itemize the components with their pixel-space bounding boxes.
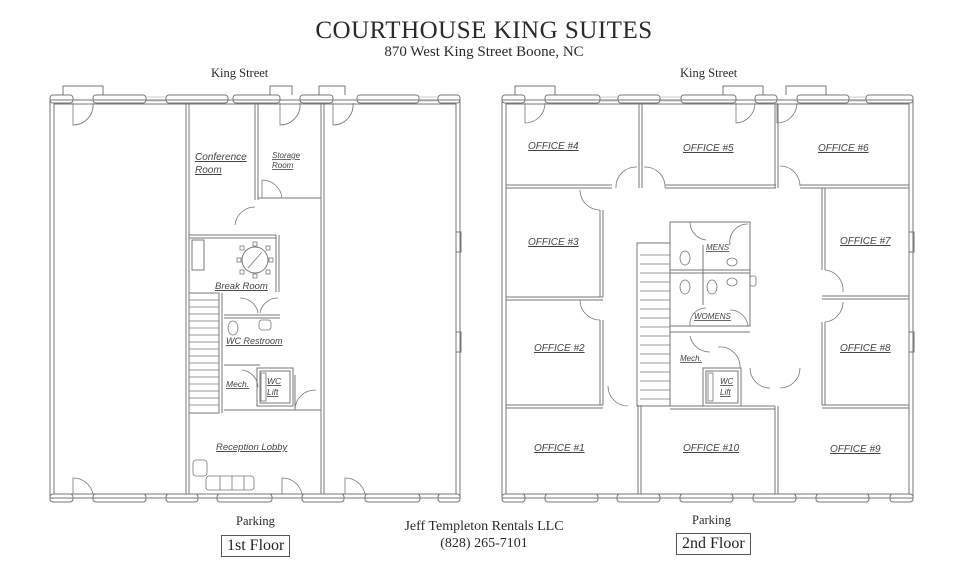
room-womens: WOMENS <box>694 312 732 321</box>
address: 870 West King Street Boone, NC <box>384 44 584 60</box>
room-office-5: OFFICE #5 <box>683 143 734 154</box>
floor2-parking-label: Parking <box>692 513 731 527</box>
room-office-3: OFFICE #3 <box>528 237 579 248</box>
room-conference-line2: Room <box>195 165 222 176</box>
room-wc-lift-line2: Lift <box>267 387 279 397</box>
room-office-8: OFFICE #8 <box>840 343 891 354</box>
floor1-plan: Conference Room Storage Room Break Room … <box>49 85 462 503</box>
room-office-6: OFFICE #6 <box>818 143 869 154</box>
floor1-street-top: King Street <box>211 66 269 80</box>
company-info: Jeff Templeton Rentals LLC (828) 265-710… <box>0 518 968 552</box>
room-storage: Storage <box>272 151 301 160</box>
room-office-4: OFFICE #4 <box>528 141 579 152</box>
room-break: Break Room <box>215 281 268 292</box>
room-reception-lobby: Reception Lobby <box>216 442 289 453</box>
floor2-plan: OFFICE #4 OFFICE #5 OFFICE #6 OFFICE #3 … <box>501 85 915 503</box>
page-title: COURTHOUSE KING SUITES <box>315 17 653 44</box>
floor2-label: 2nd Floor <box>676 533 751 555</box>
room-office-7: OFFICE #7 <box>840 236 891 247</box>
room-office-2: OFFICE #2 <box>534 343 585 354</box>
room-office-9: OFFICE #9 <box>830 444 881 455</box>
floor2-street-top: King Street <box>680 66 738 80</box>
room-storage-line2: Room <box>272 161 294 170</box>
company-name: Jeff Templeton Rentals LLC <box>404 519 564 534</box>
room-wc-lift: WC <box>267 376 282 386</box>
floor1-label: 1st Floor <box>221 535 291 557</box>
room-office-1: OFFICE #1 <box>534 443 585 454</box>
room-wc-restroom: WC Restroom <box>226 336 283 346</box>
room-wc-lift-2: WC <box>720 377 734 386</box>
room-office-10: OFFICE #10 <box>683 443 740 454</box>
room-mech: Mech. <box>226 379 249 389</box>
floor1-parking-label: Parking <box>236 514 275 528</box>
room-wc-lift-2-line2: Lift <box>720 388 731 397</box>
company-phone: (828) 265-7101 <box>440 536 528 551</box>
room-mech-2: Mech. <box>680 354 702 363</box>
room-conference: Conference <box>195 152 247 163</box>
room-mens: MENS <box>706 243 730 252</box>
